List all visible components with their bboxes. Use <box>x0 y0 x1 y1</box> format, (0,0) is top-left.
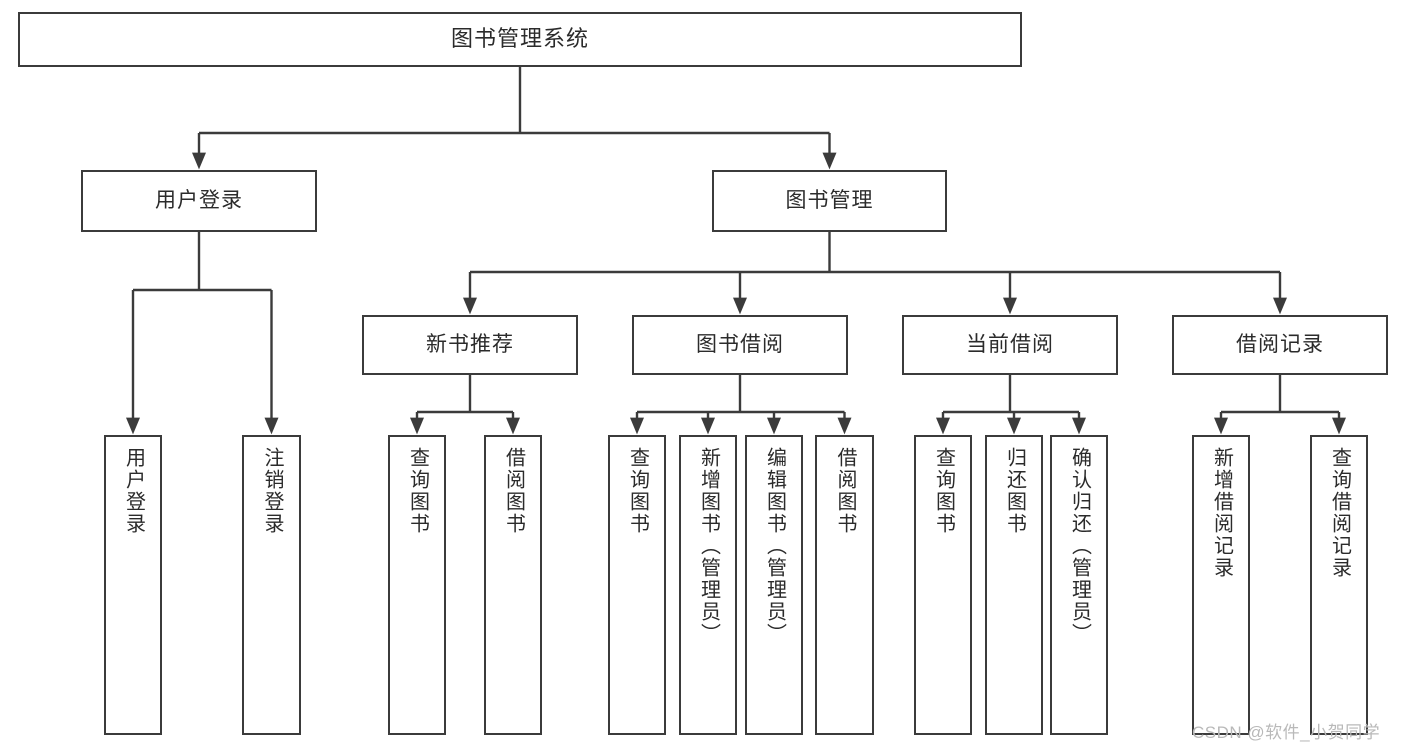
leaf-node-borrow-books[interactable]: 借阅图书 <box>815 435 874 735</box>
node-label: 查询图书 <box>626 447 649 535</box>
leaf-node-add-book-admin[interactable]: 新增图书（管理员） <box>679 435 737 735</box>
node-label: 借阅图书 <box>834 447 856 535</box>
csdn-watermark: CSDN @软件_小贺同学 <box>1192 723 1381 742</box>
node-label: 查询借阅记录 <box>1328 447 1351 579</box>
node-label: 借阅图书 <box>502 447 525 535</box>
node-label: 用户登录 <box>122 447 145 535</box>
node-label: 借阅记录 <box>1236 333 1324 357</box>
node-current-borrowing[interactable]: 当前借阅 <box>902 315 1118 375</box>
node-label: 新书推荐 <box>426 333 514 357</box>
node-book-management[interactable]: 图书管理 <box>712 170 947 232</box>
leaf-node-query-borrow-record[interactable]: 查询借阅记录 <box>1310 435 1368 735</box>
leaf-node-query-books-borrow[interactable]: 查询图书 <box>608 435 666 735</box>
leaf-node-query-books-current[interactable]: 查询图书 <box>914 435 972 735</box>
node-label: 图书管理 <box>785 189 874 213</box>
node-label: 编辑图书（管理员） <box>763 447 786 645</box>
node-user-login[interactable]: 用户登录 <box>81 170 317 232</box>
leaf-node-add-borrow-record[interactable]: 新增借阅记录 <box>1192 435 1250 735</box>
node-label: 确认归还（管理员） <box>1068 447 1091 645</box>
node-label: 当前借阅 <box>966 333 1054 357</box>
node-label: 查询图书 <box>406 447 429 535</box>
node-label: 图书借阅 <box>696 333 784 357</box>
leaf-node-return-books[interactable]: 归还图书 <box>985 435 1043 735</box>
node-borrow-records[interactable]: 借阅记录 <box>1172 315 1388 375</box>
node-root-book-management-system[interactable]: 图书管理系统 <box>18 12 1022 67</box>
node-label: 图书管理系统 <box>450 26 589 52</box>
node-book-borrowing[interactable]: 图书借阅 <box>632 315 848 375</box>
node-label: 注销登录 <box>261 447 283 535</box>
node-new-book-recommendation[interactable]: 新书推荐 <box>362 315 578 375</box>
leaf-node-user-login[interactable]: 用户登录 <box>104 435 162 735</box>
leaf-node-logout[interactable]: 注销登录 <box>242 435 301 735</box>
node-label: 归还图书 <box>1003 447 1026 535</box>
node-label: 新增借阅记录 <box>1210 447 1233 579</box>
node-label: 用户登录 <box>155 189 243 213</box>
node-label: 查询图书 <box>932 447 955 535</box>
leaf-node-query-books-rec[interactable]: 查询图书 <box>388 435 446 735</box>
leaf-node-confirm-return-admin[interactable]: 确认归还（管理员） <box>1050 435 1108 735</box>
leaf-node-borrow-books-rec[interactable]: 借阅图书 <box>484 435 542 735</box>
node-label: 新增图书（管理员） <box>697 447 720 645</box>
leaf-node-edit-book-admin[interactable]: 编辑图书（管理员） <box>745 435 803 735</box>
